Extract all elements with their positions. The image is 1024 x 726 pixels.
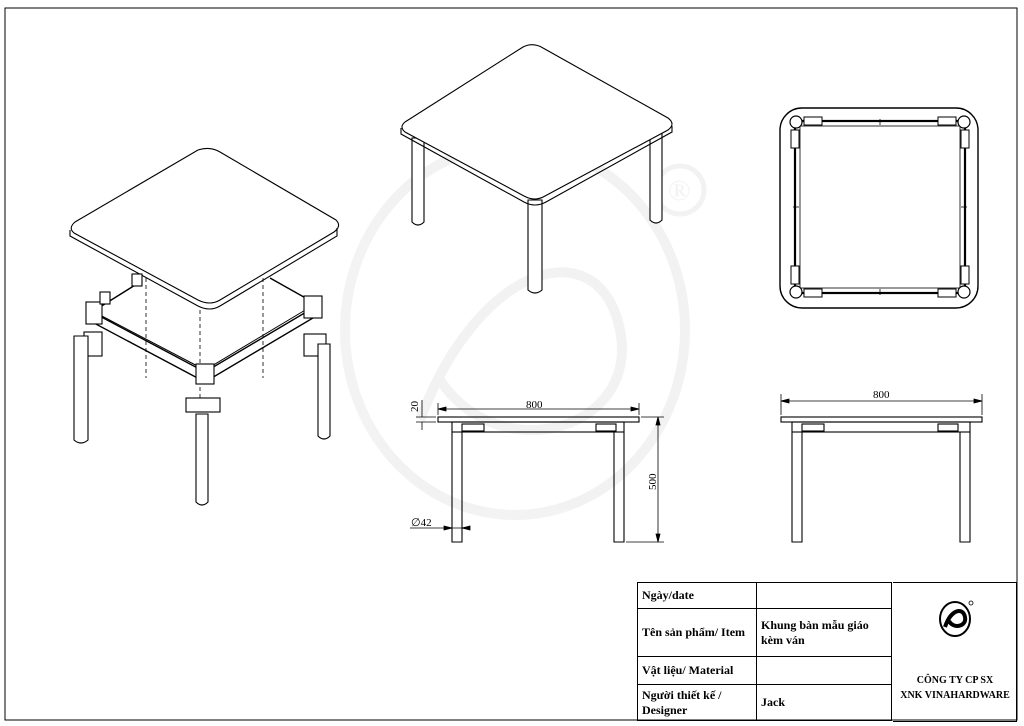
date-value	[756, 582, 892, 609]
exploded-leg-right	[317, 343, 331, 440]
top-view	[779, 107, 979, 309]
company-cell: CÔNG TY CP SX XNK VINAHARDWARE	[893, 582, 1017, 722]
corner-bracket-front	[195, 363, 215, 385]
front-width-dimension	[437, 403, 640, 415]
side-elevation	[780, 394, 983, 543]
leg-cap-front	[185, 397, 221, 413]
leg-diameter-label: ∅42	[411, 517, 432, 529]
title-block: Ngày/date Tên sản phẩm/ Item Khung bàn m…	[637, 582, 1017, 722]
front-elevation	[410, 400, 664, 543]
assembled-tabletop-edge	[400, 126, 673, 206]
assembled-tabletop	[401, 44, 673, 200]
assembled-leg-front	[527, 199, 543, 294]
side-leg-right	[959, 431, 971, 543]
corner-bracket-back	[131, 273, 143, 287]
material-value	[756, 656, 892, 685]
drawing-border	[4, 7, 1018, 721]
exploded-tabletop	[70, 147, 340, 304]
assembled-leg-back-right	[649, 131, 663, 224]
top-view-legs	[789, 115, 971, 299]
designer-label: Người thiết kế / Designer	[637, 684, 757, 721]
exploded-tabletop-edge	[69, 228, 338, 310]
corner-bracket-left	[85, 301, 103, 325]
assembled-leg-back-left	[411, 137, 425, 226]
assembled-view	[400, 44, 673, 294]
front-leg-left	[451, 431, 463, 543]
side-width-dimension	[780, 394, 983, 415]
date-label: Ngày/date	[637, 582, 757, 609]
item-label: Tên sản phẩm/ Item	[637, 608, 757, 657]
top-view-outline	[779, 107, 979, 309]
top-view-brackets	[790, 116, 970, 298]
side-width-label: 800	[873, 389, 890, 401]
item-value: Khung bàn mẫu giáo kèm ván	[756, 608, 892, 657]
front-tabletop	[437, 416, 640, 423]
front-thickness-dimension	[416, 400, 436, 430]
front-height-dimension	[626, 416, 664, 543]
side-apron	[791, 421, 971, 433]
front-apron	[451, 421, 625, 433]
title-block-table: Ngày/date Tên sản phẩm/ Item Khung bàn m…	[637, 582, 892, 721]
front-width-label: 800	[526, 399, 543, 411]
company-name: CÔNG TY CP SX XNK VINAHARDWARE	[893, 673, 1017, 703]
front-thickness-label: 20	[409, 401, 421, 413]
exploded-leg-left	[73, 335, 89, 444]
company-logo-icon	[939, 600, 974, 637]
company-line-2: XNK VINAHARDWARE	[900, 690, 1010, 701]
company-line-1: CÔNG TY CP SX	[916, 675, 994, 686]
material-label: Vật liệu/ Material	[637, 656, 757, 685]
corner-bracket-right	[303, 295, 323, 319]
exploded-view	[69, 147, 340, 506]
side-tabletop	[780, 416, 983, 423]
corner-bracket-back-left	[99, 291, 111, 305]
designer-value: Jack	[756, 684, 892, 721]
exploded-leg-front	[195, 413, 209, 506]
side-leg-left	[791, 431, 803, 543]
front-height-label: 500	[647, 473, 659, 490]
watermark-registered: ®	[668, 174, 691, 207]
front-leg-right	[613, 431, 625, 543]
leg-diameter-leader	[410, 525, 471, 531]
top-view-frame	[793, 119, 967, 295]
